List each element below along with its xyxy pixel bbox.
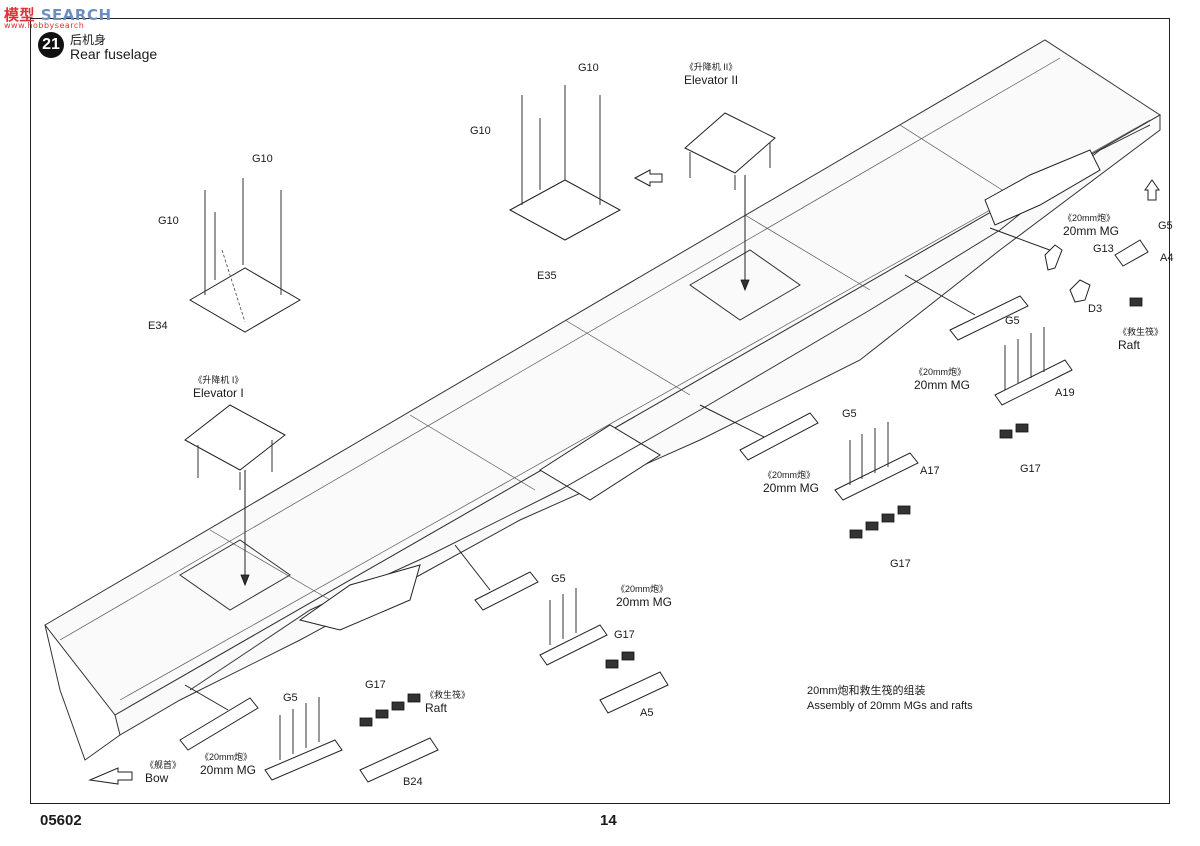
label-d3: D3 xyxy=(1088,303,1103,315)
label-bow: 《舰首》 Bow xyxy=(145,758,181,785)
label-b24: B24 xyxy=(403,776,423,788)
label-g5: G5 xyxy=(1158,220,1173,232)
label-g17: G17 xyxy=(614,629,635,641)
label-mg-en: 20mm MG xyxy=(914,378,971,392)
label-a17: A17 xyxy=(920,465,940,477)
page-number: 14 xyxy=(600,812,617,829)
mg-strip-4 xyxy=(949,295,1029,341)
e35-base xyxy=(508,179,622,241)
raft-rack-b24 xyxy=(359,737,439,783)
label-elevator-1-en: Elevator I xyxy=(193,386,244,400)
label-g5: G5 xyxy=(842,408,857,420)
assembly-note: 20mm炮和救生筏的组装 Assembly of 20mm MGs and ra… xyxy=(807,684,973,714)
label-mg-center: 《20mm炮》 20mm MG xyxy=(763,468,819,495)
label-elevator-1: 《升降机 I》 Elevator I xyxy=(193,373,244,400)
label-g17: G17 xyxy=(890,558,911,570)
label-elevator-1-cn: 《升降机 I》 xyxy=(193,375,244,385)
label-g10: G10 xyxy=(470,125,491,137)
mg-strip-3 xyxy=(739,412,819,461)
label-mg-cn: 《20mm炮》 xyxy=(1063,213,1116,223)
label-e35: E35 xyxy=(537,270,557,282)
elevator-well-2 xyxy=(689,249,801,321)
raft-direction-arrow xyxy=(1144,179,1160,201)
label-raft-en: Raft xyxy=(1118,338,1141,352)
label-bow-en: Bow xyxy=(145,771,169,785)
label-mg-en: 20mm MG xyxy=(1063,224,1120,238)
label-g5: G5 xyxy=(283,692,298,704)
watermark-cn: 模型 xyxy=(4,6,36,24)
mg-strip-2 xyxy=(474,571,539,611)
label-g17: G17 xyxy=(365,679,386,691)
label-raft-2-en: Raft xyxy=(425,701,448,715)
step-number-badge: 21 xyxy=(38,32,64,58)
label-g10: G10 xyxy=(158,215,179,227)
label-elevator-2-cn: 《升降机 II》 xyxy=(684,62,738,72)
elevator-well-1 xyxy=(179,539,291,611)
mg-strip-1 xyxy=(179,697,259,751)
sponson-detail-2 xyxy=(984,149,1101,226)
bow-direction-arrow xyxy=(88,767,133,785)
g10-pins-1 xyxy=(204,178,282,323)
sponson-detail xyxy=(298,564,421,631)
mg-strip-a19 xyxy=(994,359,1073,406)
mg-strip-mid xyxy=(539,624,608,666)
bow-hull xyxy=(44,624,121,761)
label-g10: G10 xyxy=(252,153,273,165)
label-mg-cn: 《20mm炮》 xyxy=(200,752,253,762)
raft-rack-a4 xyxy=(1114,239,1149,267)
label-elevator-2: 《升降机 II》 Elevator II xyxy=(684,60,738,87)
label-a19: A19 xyxy=(1055,387,1075,399)
elevator-2-plate xyxy=(684,112,776,174)
label-g5: G5 xyxy=(1005,315,1020,327)
label-raft-2-cn: 《救生筏》 xyxy=(425,690,471,700)
g10-pins-2 xyxy=(521,85,601,205)
label-bow-cn: 《舰首》 xyxy=(145,760,182,770)
assembly-note-cn: 20mm炮和救生筏的组装 xyxy=(807,685,926,697)
label-mg-en: 20mm MG xyxy=(763,481,820,495)
direction-arrow-1 xyxy=(633,169,663,187)
d3-part xyxy=(1069,279,1091,303)
label-raft-2: 《救生筏》 Raft xyxy=(425,688,470,715)
label-a4: A4 xyxy=(1160,252,1174,264)
elevator-1-plate xyxy=(184,404,286,471)
label-g13: G13 xyxy=(1093,243,1114,255)
assembly-note-en: Assembly of 20mm MGs and rafts xyxy=(807,700,973,712)
label-mg-en: 20mm MG xyxy=(616,595,673,609)
mg-strip-a17 xyxy=(834,452,919,501)
label-elevator-2-en: Elevator II xyxy=(684,73,739,87)
deck-hatch xyxy=(539,424,661,501)
label-mg-top: 《20mm炮》 20mm MG xyxy=(1063,211,1119,238)
g5-guns xyxy=(279,327,1045,760)
e34-base xyxy=(189,267,301,333)
step-title-cn: 后机身 xyxy=(70,33,107,47)
watermark-brand: SEARCH xyxy=(40,6,112,24)
label-mg-en: 20mm MG xyxy=(200,763,257,777)
label-a5: A5 xyxy=(640,707,654,719)
label-g5: G5 xyxy=(551,573,566,585)
watermark-url: www.hobbysearch xyxy=(4,21,85,30)
label-raft-cn: 《救生筏》 xyxy=(1118,327,1164,337)
watermark: 模型 SEARCH www.hobbysearch xyxy=(4,4,112,30)
mg-strip-bow xyxy=(264,739,343,781)
label-raft: 《救生筏》 Raft xyxy=(1118,325,1163,352)
label-mg-mid: 《20mm炮》 20mm MG xyxy=(616,582,672,609)
label-g17: G17 xyxy=(1020,463,1041,475)
label-g10: G10 xyxy=(578,62,599,74)
label-mg-cn: 《20mm炮》 xyxy=(763,470,816,480)
label-mg-cn: 《20mm炮》 xyxy=(616,584,669,594)
label-mg-right: 《20mm炮》 20mm MG xyxy=(914,365,970,392)
step-title-en: Rear fuselage xyxy=(70,46,158,62)
product-code: 05602 xyxy=(40,812,82,829)
label-mg-cn: 《20mm炮》 xyxy=(914,367,967,377)
page-frame xyxy=(30,18,1170,804)
label-e34: E34 xyxy=(148,320,168,332)
g17-rafts xyxy=(359,297,1143,727)
raft-rack-a5 xyxy=(599,671,669,714)
g13-part xyxy=(1044,244,1063,271)
label-mg-bow: 《20mm炮》 20mm MG xyxy=(200,750,256,777)
